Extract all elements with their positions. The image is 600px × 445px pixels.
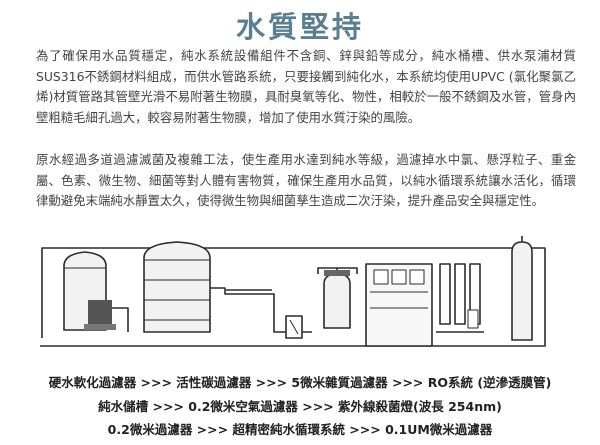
storage-tank bbox=[511, 241, 533, 341]
process-line-2: 純水儲槽 >>> 0.2微米空氣過濾器 >>> 紫外線殺菌燈(波長 254nm) bbox=[98, 399, 502, 414]
filter-vessel bbox=[323, 273, 351, 329]
carbon-tank bbox=[143, 241, 211, 333]
ro-membrane-1 bbox=[439, 263, 451, 325]
process-line-1: 硬水軟化過濾器 >>> 活性碳過濾器 >>> 5微米雜質過濾器 >>> RO系統… bbox=[48, 375, 552, 390]
pump-icon bbox=[88, 300, 112, 326]
process-line-3: 0.2微米過濾器 >>> 超精密純水循環系統 >>> 0.1UM微米過濾器 bbox=[107, 422, 493, 437]
water-system-diagram bbox=[40, 236, 546, 347]
paragraph-process: 原水經過多道過濾滅菌及複雜工法，使生產用水達到純水等級，過濾掉水中氯、懸浮粒子、… bbox=[36, 152, 576, 208]
page-title: 水質堅持 bbox=[235, 10, 364, 44]
paragraph-material: 為了確保用水品質穩定，純水系統設備組件不含銅、鋅與鉛等成分，純水桶槽、供水泵浦材… bbox=[36, 48, 576, 125]
ro-membrane-2 bbox=[454, 263, 466, 325]
uv-lamp-icon bbox=[324, 270, 350, 276]
